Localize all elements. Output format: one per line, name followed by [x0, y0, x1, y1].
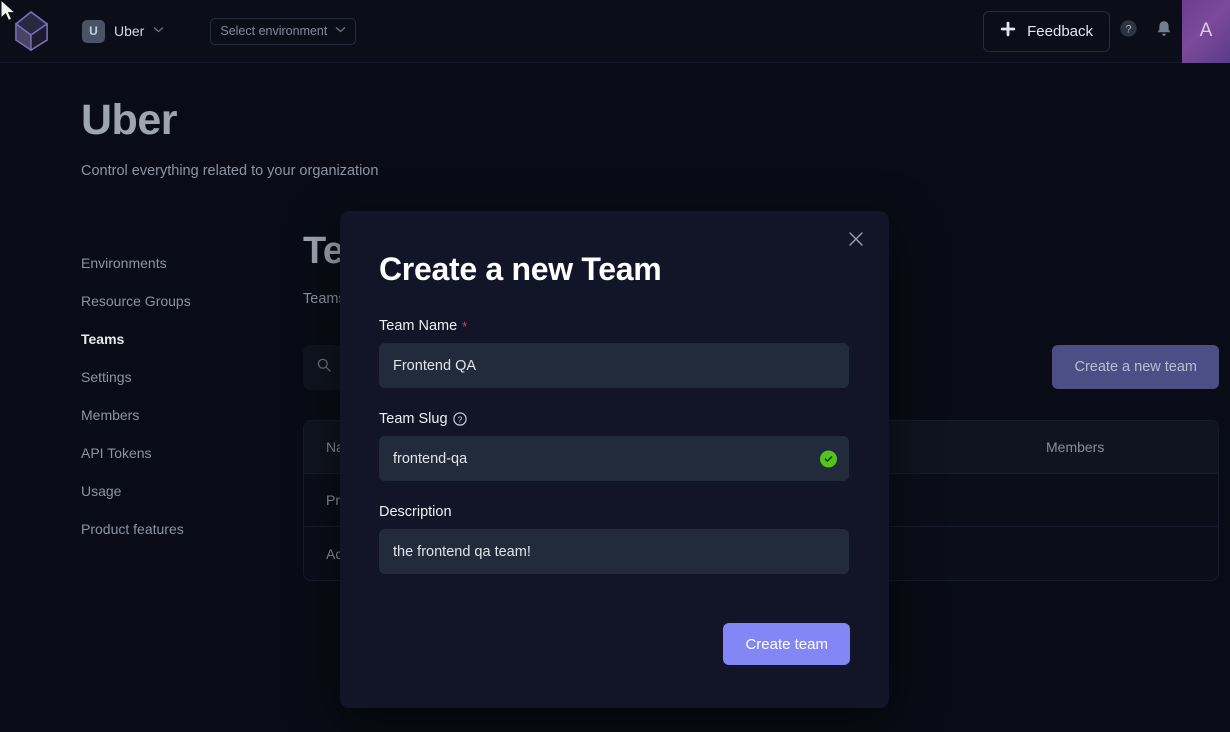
feedback-button[interactable]: Feedback [983, 10, 1110, 52]
team-name-label: Team Name * [379, 318, 849, 334]
sidebar-item-resource-groups[interactable]: Resource Groups [81, 293, 191, 309]
app-logo[interactable] [0, 9, 62, 53]
org-avatar: U [82, 19, 105, 43]
sidebar-nav: Environments Resource Groups Teams Setti… [81, 244, 281, 548]
help-button[interactable]: ? [1110, 0, 1146, 63]
cube-logo-icon [14, 10, 49, 52]
search-icon [317, 358, 331, 377]
team-name-value: Frontend QA [393, 357, 477, 374]
user-avatar[interactable]: A [1182, 0, 1230, 63]
page-subtitle: Control everything related to your organ… [81, 163, 379, 179]
description-field-group: Description the frontend qa team! [379, 504, 849, 574]
notifications-button[interactable] [1146, 0, 1182, 63]
sidebar-item-members[interactable]: Members [81, 407, 140, 423]
chevron-down-icon [153, 26, 164, 36]
team-slug-label: Team Slug ? [379, 411, 849, 427]
organization-switcher[interactable]: U Uber [82, 19, 164, 43]
team-slug-value: frontend-qa [393, 450, 468, 467]
description-label-text: Description [379, 504, 452, 520]
create-team-submit-button[interactable]: Create team [723, 623, 850, 665]
close-modal-button[interactable] [842, 227, 870, 255]
team-slug-label-text: Team Slug [379, 411, 448, 427]
top-navigation-bar: U Uber Select environment [0, 0, 1230, 63]
team-name-field-group: Team Name * Frontend QA [379, 318, 849, 388]
column-header-members: Members [1046, 439, 1105, 455]
help-circle-icon: ? [1119, 19, 1138, 43]
modal-title: Create a new Team [379, 251, 662, 287]
required-marker: * [462, 318, 468, 334]
environment-select[interactable]: Select environment [210, 17, 357, 45]
sidebar-item-product-features[interactable]: Product features [81, 521, 184, 537]
bell-icon [1156, 20, 1172, 43]
sidebar-item-usage[interactable]: Usage [81, 483, 122, 499]
description-label: Description [379, 504, 849, 520]
create-team-form: Team Name * Frontend QA Team Slug ? [379, 318, 849, 597]
description-input[interactable]: the frontend qa team! [379, 529, 849, 574]
description-value: the frontend qa team! [393, 543, 531, 560]
create-team-modal: Create a new Team Team Name * Frontend Q… [340, 211, 889, 708]
feedback-button-label: Feedback [1027, 22, 1093, 40]
check-circle-icon [820, 450, 837, 467]
team-slug-input[interactable]: frontend-qa [379, 436, 849, 481]
create-a-new-team-button[interactable]: Create a new team [1052, 345, 1219, 389]
chevron-down-icon [335, 26, 346, 36]
help-circle-icon[interactable]: ? [452, 412, 467, 426]
team-name-label-text: Team Name [379, 318, 458, 334]
team-slug-field-group: Team Slug ? frontend-qa [379, 411, 849, 481]
sidebar-item-settings[interactable]: Settings [81, 369, 132, 385]
sidebar-item-teams[interactable]: Teams [81, 331, 125, 347]
close-icon [848, 231, 864, 252]
environment-select-label: Select environment [220, 24, 328, 38]
page-title: Uber [81, 96, 177, 144]
slack-icon [1000, 21, 1016, 42]
modal-actions: Create team [723, 623, 850, 665]
teams-subheading: Teams [303, 291, 346, 307]
sidebar-item-environments[interactable]: Environments [81, 255, 167, 271]
sidebar-item-api-tokens[interactable]: API Tokens [81, 445, 152, 461]
org-name-label: Uber [114, 23, 145, 39]
svg-text:?: ? [1125, 24, 1131, 36]
svg-text:?: ? [457, 414, 462, 424]
mouse-cursor [0, 0, 17, 22]
topbar-actions: Feedback ? A [983, 0, 1230, 63]
team-name-input[interactable]: Frontend QA [379, 343, 849, 388]
